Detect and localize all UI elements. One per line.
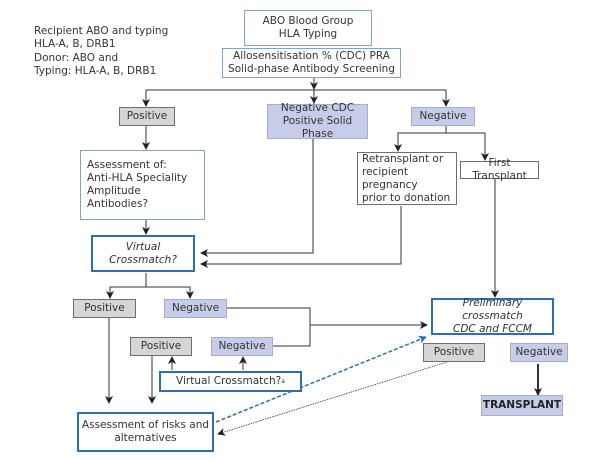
negative-box-4: Negative [211, 337, 273, 356]
allosensitisation-box: Allosensitisation % (CDC) PRA Solid-phas… [222, 48, 401, 78]
preliminary-crossmatch-box: Preliminary crossmatch CDC and FCCM [431, 297, 554, 335]
arrow-retrans-vcm [200, 206, 402, 268]
retransplant-box: Retransplant or recipient pregnancy prio… [357, 152, 457, 205]
assessment-antibodies-box: Assessment of: Anti-HLA Speciality Ampli… [80, 150, 205, 220]
positive-box-2: Positive [73, 299, 136, 318]
typing-notes: Recipient ABO and typing HLA-A, B, DRB1 … [34, 25, 169, 77]
arrow-vcm-neg2 [146, 286, 194, 299]
vcm2-footnote: a [281, 378, 285, 385]
positive-box-3: Positive [423, 343, 485, 362]
arrow-risks-prelim-dashed [215, 335, 427, 423]
join-neg-line [227, 307, 311, 347]
negative-box-1: Negative [411, 107, 475, 126]
positive-box-1: Positive [119, 107, 175, 126]
assessment-risks-box: Assessment of risks and alternatives [77, 412, 214, 452]
positive-box-4: Positive [130, 337, 192, 356]
arrow-pos3-risks [217, 360, 451, 436]
virtual-crossmatch-box-2: Virtual Crossmatch?a [159, 371, 302, 392]
first-transplant-box: First Transplant [460, 157, 539, 182]
negative-box-2: Negative [164, 299, 227, 318]
arrow-negcdc-vcm [200, 138, 314, 257]
transplant-box: TRANSPLANT [481, 395, 563, 416]
arrow-neg1-retrans [394, 126, 447, 152]
negative-cdc-box: Negative CDC Positive Solid Phase [267, 102, 368, 140]
arrow-vcm-pos2 [106, 273, 147, 299]
arrow-neg1-first [446, 132, 489, 161]
vcm2-label: Virtual Crossmatch? [176, 375, 282, 387]
virtual-crossmatch-box: Virtual Crossmatch? [91, 235, 195, 272]
abo-hla-box: ABO Blood Group HLA Typing [244, 10, 372, 46]
negative-box-3: Negative [510, 343, 568, 362]
